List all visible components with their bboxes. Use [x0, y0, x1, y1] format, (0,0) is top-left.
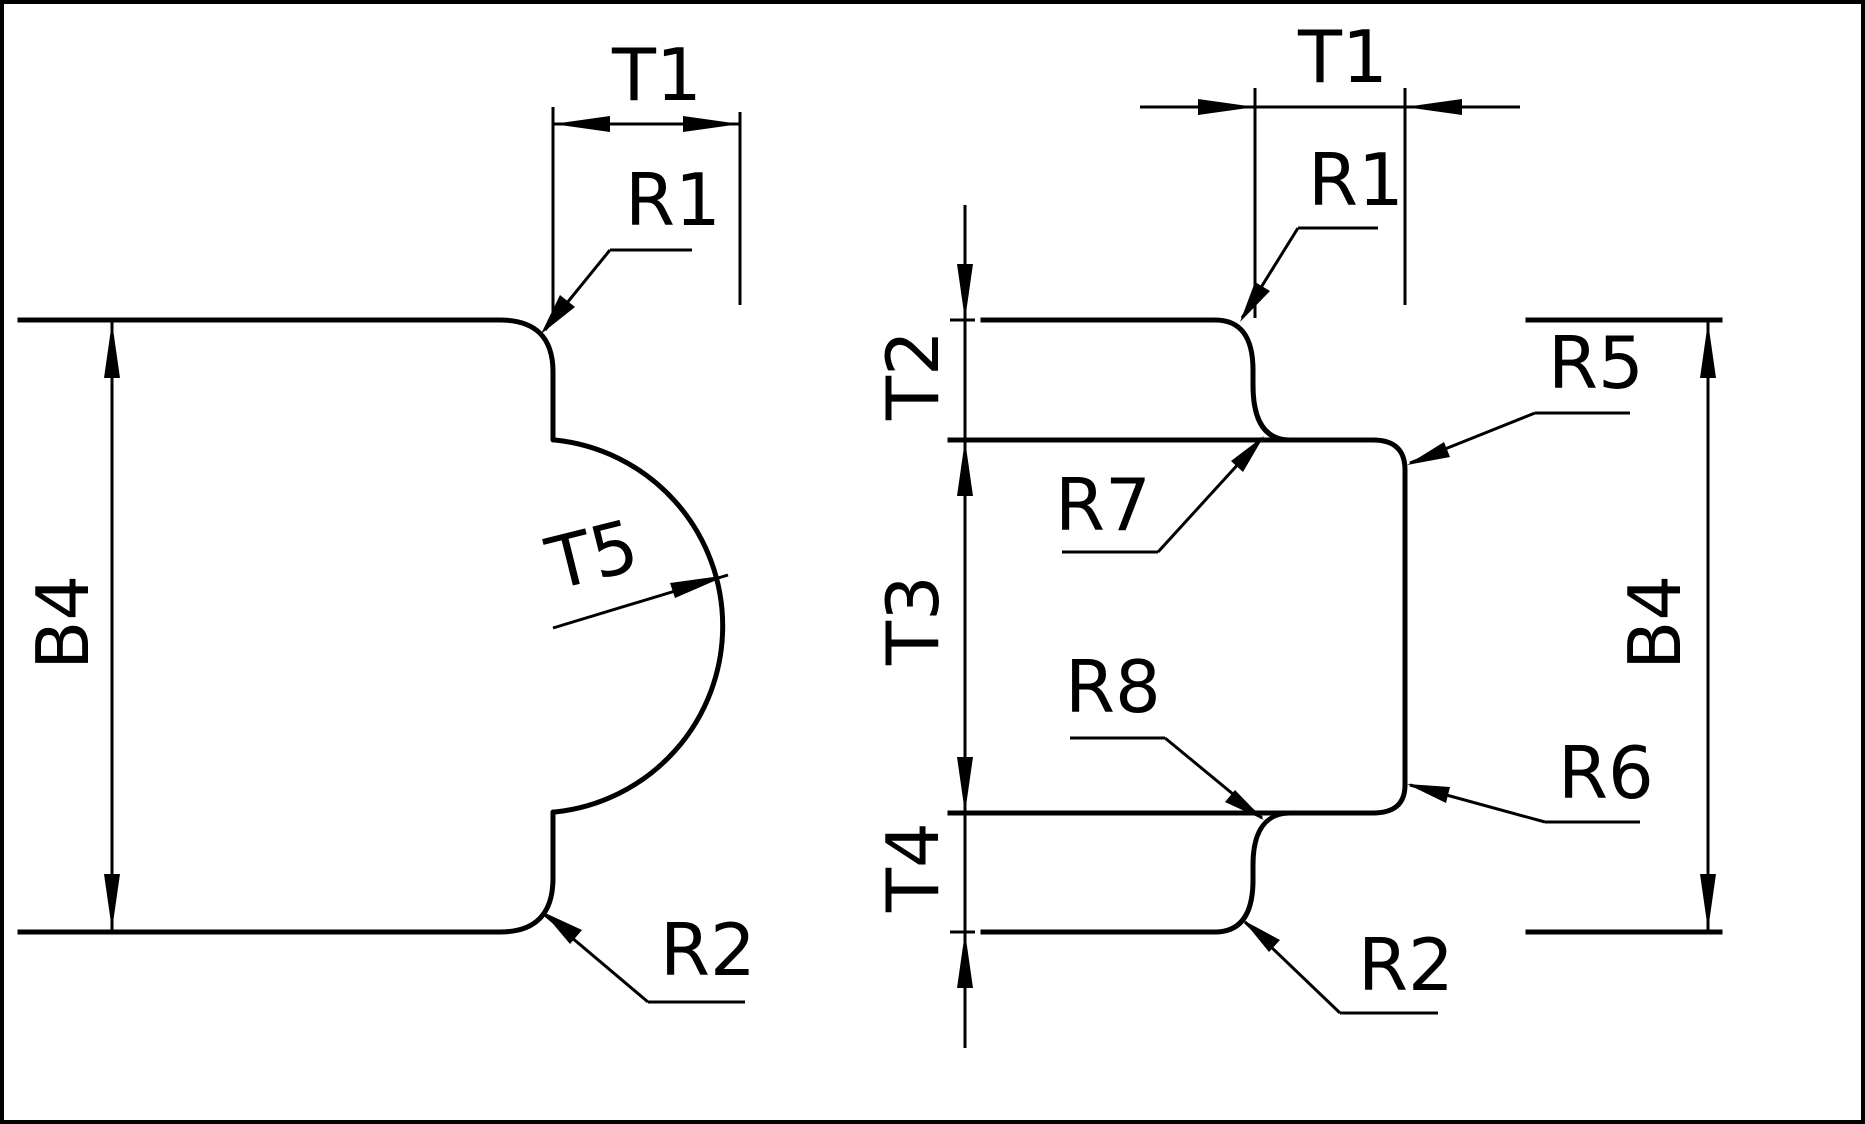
- right-r2-leader: [1243, 920, 1438, 1015]
- right-t1-label: T1: [1297, 15, 1388, 99]
- right-vertical-dimension-chain: [950, 205, 975, 1048]
- left-t1-dimension: [551, 107, 742, 318]
- right-bevel-side: [1370, 437, 1408, 816]
- right-b4-label: B4: [1613, 575, 1697, 670]
- left-r2-label: R2: [660, 908, 756, 992]
- right-top-edge: [980, 317, 1293, 443]
- right-r1-leader: [1240, 226, 1378, 322]
- right-b4-dimension: [1700, 322, 1716, 930]
- left-profile-outline: [17, 317, 726, 935]
- left-r1-leader: [541, 248, 692, 334]
- right-r8-leader: [1070, 736, 1264, 820]
- left-t1-label: T1: [611, 33, 702, 117]
- left-b4-label: B4: [21, 575, 105, 670]
- left-r1-label: R1: [625, 158, 721, 242]
- right-t1-dimension: [1140, 88, 1520, 318]
- left-b4-dimension: [104, 322, 120, 930]
- right-r5-leader: [1407, 411, 1630, 465]
- left-t5-label: T5: [538, 503, 646, 606]
- left-profile: T1 R1 B4 T5 R2: [17, 33, 756, 1004]
- right-r1-label: R1: [1308, 138, 1404, 222]
- right-bottom-edge: [980, 810, 1293, 935]
- left-t5-leader: [552, 573, 729, 630]
- right-r2-label: R2: [1358, 923, 1454, 1007]
- left-r2-leader: [543, 912, 745, 1004]
- right-t2-label: T2: [871, 330, 955, 421]
- right-r7-leader: [1062, 436, 1264, 554]
- right-r7-label: R7: [1055, 463, 1151, 547]
- right-t4-label: T4: [871, 822, 955, 913]
- right-r8-label: R8: [1065, 645, 1161, 729]
- right-r6-leader: [1407, 783, 1640, 824]
- right-r6-label: R6: [1558, 731, 1654, 815]
- right-t3-label: T3: [871, 575, 955, 666]
- right-r5-label: R5: [1548, 321, 1644, 405]
- right-profile: T1 R1 T2 T3 T4 R5: [871, 15, 1723, 1048]
